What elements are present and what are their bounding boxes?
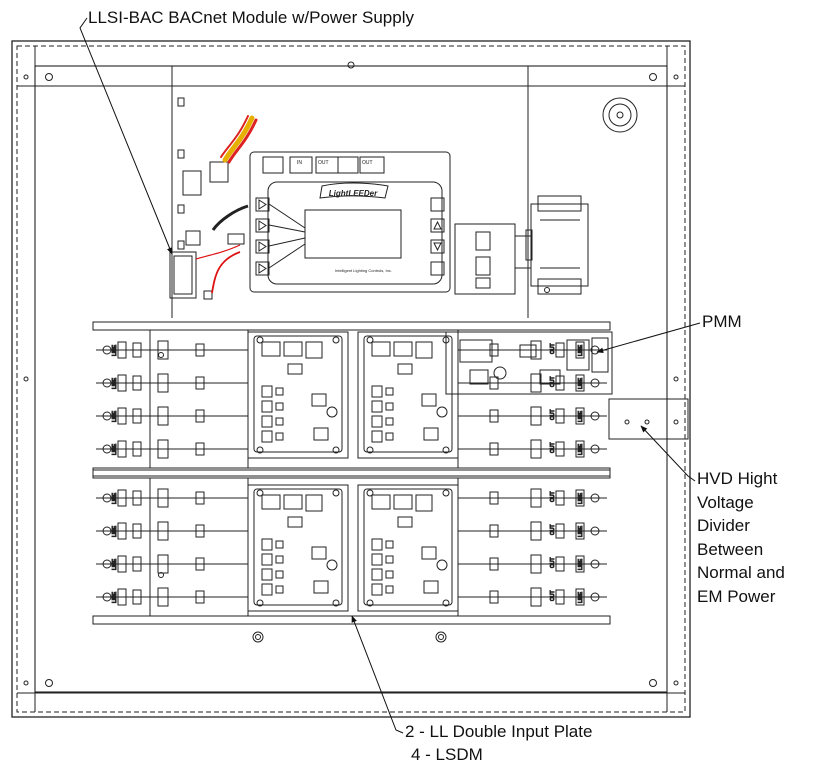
terminal-label-out: OUT: [550, 590, 556, 601]
callout-hvd-line-4: Between: [697, 539, 764, 559]
callout-hvd-line-1: HVD Hight: [697, 469, 778, 488]
rail-plate-top: [92, 321, 611, 331]
terminal-label-out: OUT: [550, 343, 556, 354]
leader-pmm: [596, 322, 701, 353]
rail-plate-bottom: [92, 467, 611, 477]
pmm-module: [445, 331, 613, 395]
controller-faceplate: [267, 181, 443, 285]
terminal-label-line: LINE: [112, 410, 118, 422]
terminal-label-line: LINE: [112, 443, 118, 455]
terminal-board: [454, 223, 532, 295]
lsdm-module: [247, 331, 349, 459]
controller-port-out-label: OUT: [318, 160, 329, 166]
callout-hvd-line-2: Voltage: [697, 492, 754, 512]
callout-hvd-line-6: EM Power: [697, 586, 776, 606]
callout-hvd: HVD Hight Voltage Divider Between Normal…: [697, 467, 785, 608]
terminal-label-out: OUT: [550, 491, 556, 502]
controller-brand: LightLEEDer: [329, 189, 378, 198]
terminal-label-line: LINE: [112, 558, 118, 570]
callout-pmm: PMM: [702, 312, 742, 331]
enclosure-flange-dashed: [16, 45, 686, 713]
terminal-label-out: OUT: [550, 524, 556, 535]
terminal-label-line: LINE: [112, 344, 118, 356]
terminal-screw: [102, 526, 112, 536]
rail-plate-bottom: [92, 615, 611, 625]
terminal-screw: [102, 411, 112, 421]
terminal-label-line: LINE: [578, 591, 584, 603]
callout-hvd-line-3: Divider: [697, 516, 750, 535]
backplate: [34, 65, 668, 693]
rail-plate-top: [92, 469, 611, 479]
controller-port-in-label: IN: [297, 160, 302, 166]
terminal-screw: [102, 378, 112, 388]
hvd-divider: [608, 398, 689, 440]
controller-maker: Intelligent Lighting Controls, Inc.: [335, 268, 392, 273]
terminal-label-line: LINE: [578, 377, 584, 389]
enclosure-outer-wall: [11, 40, 691, 718]
terminal-label-line: LINE: [112, 492, 118, 504]
conduit-knockout: [602, 97, 638, 133]
terminal-screw: [590, 444, 600, 454]
terminal-label-line: LINE: [578, 344, 584, 356]
terminal-screw: [102, 559, 112, 569]
lsdm-modules: [247, 331, 459, 612]
terminal-screw: [102, 592, 112, 602]
terminal-label-line: LINE: [578, 525, 584, 537]
leader-lines: [79, 17, 701, 734]
terminal-label-out: OUT: [550, 442, 556, 453]
terminal-screw: [590, 592, 600, 602]
callout-plate-line-2: 4 - LSDM: [411, 745, 483, 764]
controller-port: [262, 156, 284, 174]
lsdm-module: [357, 484, 459, 612]
terminal-label-out: OUT: [550, 557, 556, 568]
terminal-label-out: OUT: [550, 409, 556, 420]
lightleeder-controller: [249, 151, 451, 293]
leader-hvd: [640, 425, 696, 482]
terminal-label-line: LINE: [112, 377, 118, 389]
terminal-rails: LINE LINE OUT LINE LINE OUT LINE LINE OUT LINE LIN…: [92, 321, 611, 625]
terminal-label-line: LINE: [578, 410, 584, 422]
leader-plate: [351, 615, 404, 734]
callout-plate-line-1: 2 - LL Double Input Plate: [405, 722, 593, 741]
terminal-label-out: OUT: [550, 376, 556, 387]
bacnet-module: [169, 97, 249, 300]
terminal-screw: [590, 526, 600, 536]
lsdm-module: [357, 331, 459, 459]
terminal-screw: [590, 493, 600, 503]
terminal-screw: [590, 411, 600, 421]
terminal-label-line: LINE: [578, 443, 584, 455]
controller-port-out2-label: OUT: [362, 160, 373, 166]
enclosure: [11, 40, 691, 718]
controller-housing: [249, 151, 451, 293]
terminal-screw: [590, 378, 600, 388]
transformer: [525, 195, 589, 295]
leader-bacnet: [79, 17, 173, 255]
power-cable: [220, 115, 258, 164]
terminal-label-line: LINE: [112, 591, 118, 603]
terminal-screw: [102, 444, 112, 454]
terminal-label-line: LINE: [578, 492, 584, 504]
callout-bacnet-module: LLSI-BAC BACnet Module w/Power Supply: [88, 8, 414, 27]
terminal-screw: [102, 345, 112, 355]
terminal-label-line: LINE: [578, 558, 584, 570]
controller-lcd: [304, 209, 402, 259]
terminal-screw: [102, 493, 112, 503]
terminal-screw: [590, 559, 600, 569]
callout-hvd-line-5: Normal and: [697, 563, 785, 582]
lsdm-module: [247, 484, 349, 612]
terminal-label-line: LINE: [112, 525, 118, 537]
